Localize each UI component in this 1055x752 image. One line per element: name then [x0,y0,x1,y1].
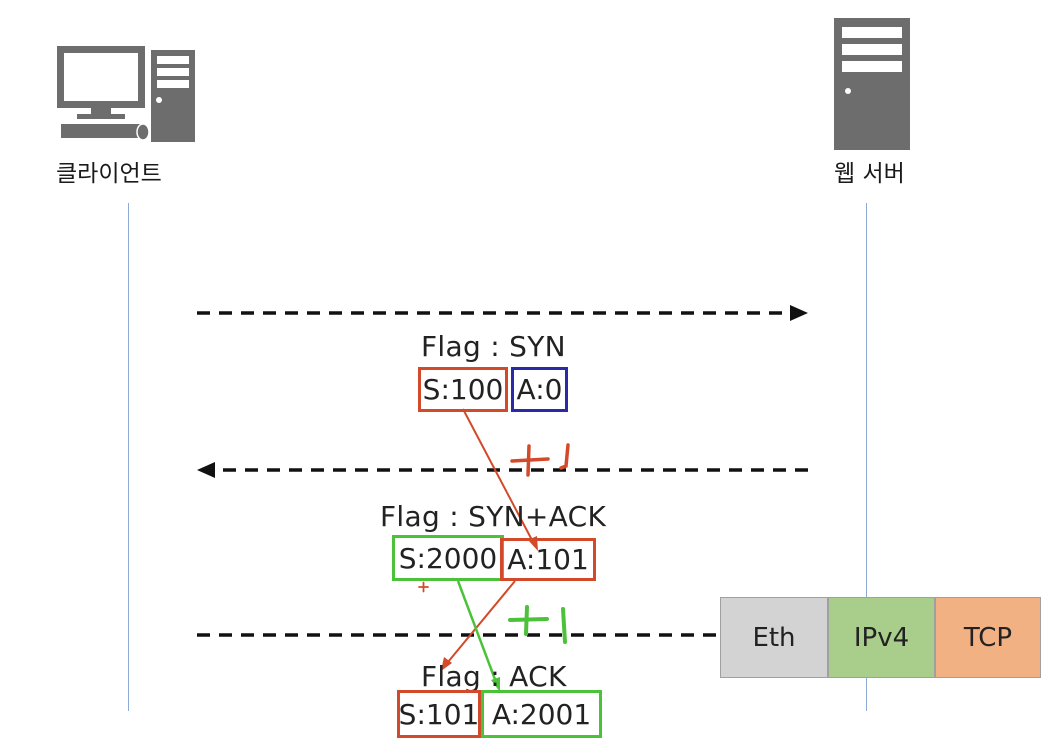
synack-flag-label: Flag : SYN+ACK [380,500,607,533]
ack-ack-box: A:2001 [481,690,602,738]
synack-ack-box: A:101 [500,538,596,581]
plus-one-red-mark [510,443,570,477]
server-label: 웹 서버 [834,161,905,187]
client-lifeline [128,203,129,711]
computer-icon [57,46,195,142]
syn-flag-label: Flag : SYN [421,330,566,363]
ack-seq-box: S:101 [397,690,481,738]
syn-seq-box: S:100 [418,367,508,412]
syn-ack-box: A:0 [511,367,568,412]
syn-arrow [197,305,808,321]
server-lifeline [866,203,867,711]
ack-flag-label: Flag : ACK [421,660,567,693]
server-icon [834,18,910,150]
client-label: 클라이언트 [56,161,162,187]
ack-to-seq-red-arrow-2 [441,580,516,671]
protocol-tcp: TCP [935,597,1041,678]
seq-to-ack-green-arrow [456,580,500,692]
small-plus-mark [418,581,429,593]
syn-ack-arrow [197,462,808,478]
plus-one-green-mark [508,605,567,644]
protocol-ipv4: IPv4 [828,597,935,678]
synack-seq-box: S:2000 [392,535,504,581]
protocol-eth: Eth [720,597,828,678]
